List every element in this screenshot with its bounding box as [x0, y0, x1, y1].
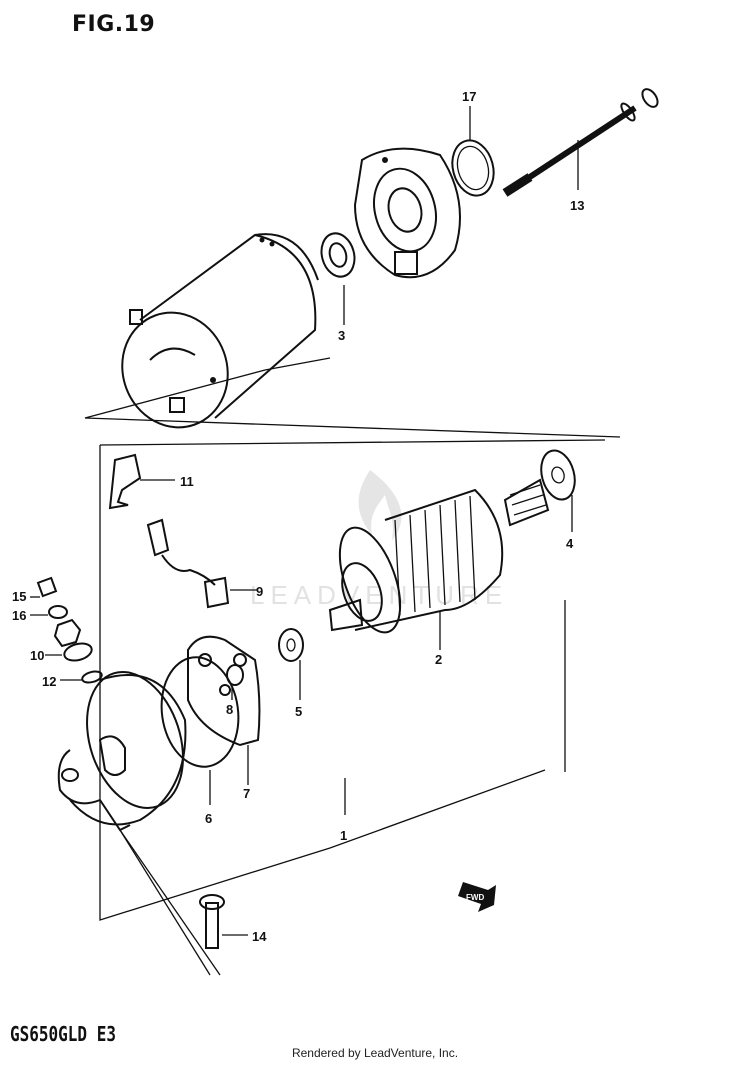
figure-title: FIG.19	[72, 12, 156, 37]
terminal-part-11	[108, 453, 175, 510]
callout-11: 11	[180, 474, 194, 489]
footer-credit: Rendered by LeadVenture, Inc.	[291, 1046, 459, 1060]
motor-yoke	[121, 233, 319, 429]
screw-part-14	[199, 894, 248, 949]
nut-part-nut	[53, 618, 82, 648]
washer-part-5	[278, 628, 304, 700]
brush-holder-part-7	[187, 635, 261, 785]
callout-8: 8	[226, 702, 233, 717]
callout-1: 1	[340, 828, 347, 843]
washer-part-16	[30, 605, 68, 619]
front-housing	[353, 147, 461, 279]
callout-3: 3	[338, 328, 345, 343]
callout-9: 9	[256, 584, 263, 599]
callout-12: 12	[42, 674, 56, 689]
callout-16: 16	[12, 608, 26, 623]
upper-outline	[84, 357, 621, 438]
armature-part-2	[328, 478, 550, 650]
callout-4: 4	[566, 536, 574, 551]
washer-part-4	[540, 449, 576, 532]
callout-10: 10	[30, 648, 44, 663]
callout-6: 6	[205, 811, 212, 826]
o-ring-part-17	[451, 106, 495, 197]
fwd-label: FWD	[466, 893, 484, 902]
seal-part-3	[320, 232, 356, 325]
washer-part-10	[45, 642, 93, 662]
callout-5: 5	[295, 704, 302, 719]
o-ring-part-12	[60, 670, 103, 684]
end-cover	[57, 670, 221, 976]
brush-lead-part-9	[146, 518, 258, 609]
callout-15: 15	[12, 589, 26, 604]
brush-part-8	[226, 664, 244, 700]
ring-part-6	[160, 656, 240, 805]
callout-17: 17	[462, 89, 476, 104]
callout-14: 14	[252, 929, 267, 944]
watermark-flame-icon	[358, 470, 402, 540]
fwd-arrow-icon: FWD	[458, 882, 496, 912]
callout-7: 7	[243, 786, 250, 801]
lower-outline	[99, 439, 606, 921]
nut-part-15	[30, 576, 58, 598]
callout-13: 13	[570, 198, 584, 213]
model-code: GS650GLD E3	[10, 1022, 116, 1046]
long-bolt-part-13	[502, 88, 659, 197]
callout-2: 2	[435, 652, 442, 667]
